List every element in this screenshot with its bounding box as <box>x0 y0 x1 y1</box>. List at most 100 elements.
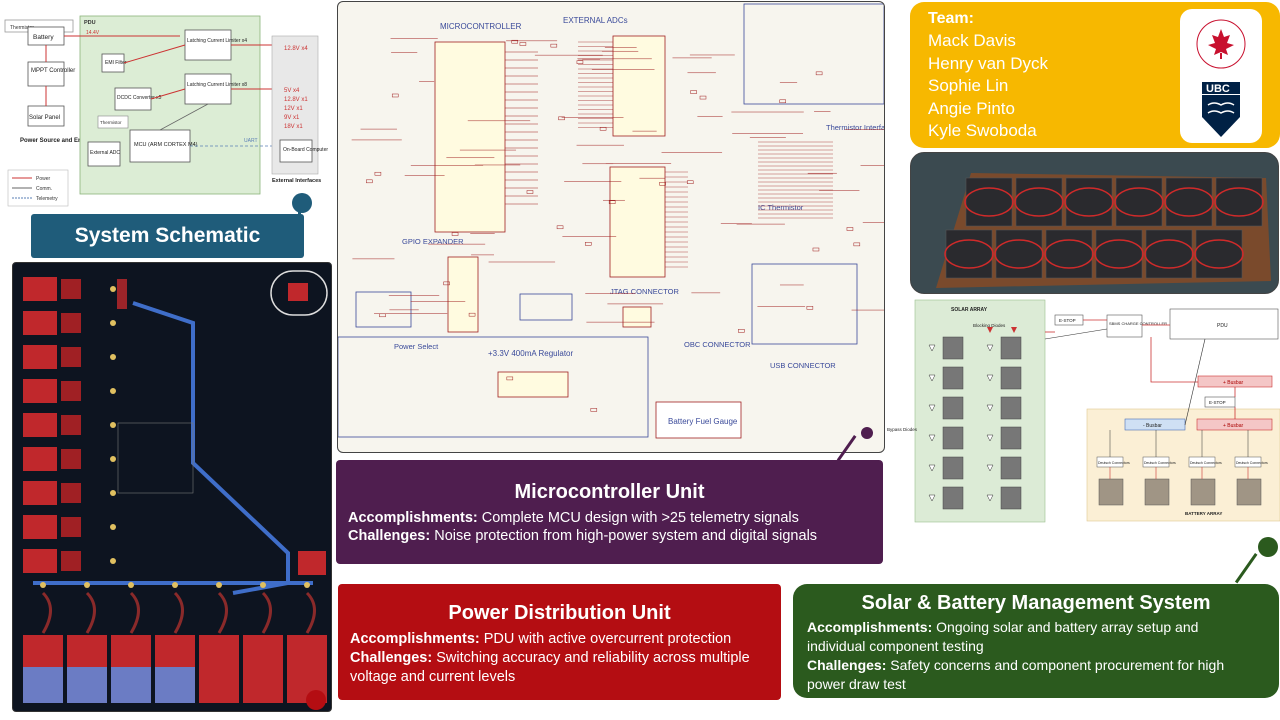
schematic-component <box>374 171 382 176</box>
blocking-diode-icon <box>1011 327 1017 333</box>
pcb-trace <box>305 591 316 634</box>
pcb-pad <box>61 551 81 571</box>
sbms-acc-text: Ongoing solar and battery array setup an… <box>807 619 1199 654</box>
estop2-label: E-STOP <box>1209 400 1226 405</box>
mcu-schematic-svg: MICROCONTROLLER EXTERNAL ADCs Thermistor… <box>338 3 885 439</box>
pcb-trace <box>85 591 96 634</box>
pdu-accomplishments: Accomplishments: PDU with active overcur… <box>350 630 771 649</box>
solar-cable <box>1144 239 1194 269</box>
solar-cable <box>1094 239 1144 269</box>
deutsch-connector-label: Deutsch Connectors <box>1236 461 1268 465</box>
deutsch-connector-label: Deutsch Connectors <box>1144 461 1176 465</box>
solar-array-cell <box>942 486 964 510</box>
solar-cable <box>964 187 1014 217</box>
voltage-in-label: 14.4V <box>86 30 100 36</box>
pcb-output-module-top <box>155 635 195 667</box>
pcb-via <box>110 286 116 292</box>
legend-power: Power <box>36 176 51 182</box>
schematic-component <box>690 90 697 94</box>
sbms-challenges: Challenges: Safety concerns and componen… <box>807 656 1249 694</box>
thermistor-interface-label-1: Thermistor Interface <box>826 123 885 132</box>
pcb-via <box>110 524 116 530</box>
schematic-component <box>451 232 459 236</box>
thermistor-top-label: Thermistor <box>10 25 34 31</box>
solar-cell <box>1145 229 1193 279</box>
mcu-unit-box: Microcontroller Unit Accomplishments: Co… <box>336 460 883 564</box>
pcb-output-module-top <box>23 635 63 667</box>
solar-array-label: SOLAR ARRAY <box>951 307 988 313</box>
pcb-layout-panel <box>12 262 332 712</box>
pcb-via <box>110 354 116 360</box>
sbms-connector-line <box>1234 553 1258 584</box>
solar-cable <box>1114 187 1164 217</box>
bypass-diode-icon <box>986 404 994 412</box>
schematic-component <box>443 281 450 286</box>
microcontroller-section-label: MICROCONTROLLER <box>440 22 522 31</box>
pcb-trace <box>217 591 228 634</box>
solar-cell <box>1115 177 1163 227</box>
latch1-label: Latching Current Limiter x4 <box>187 38 247 44</box>
bypass-diode-icon <box>986 344 994 352</box>
sbms-chal-text: Safety concerns and component procuremen… <box>807 657 1225 692</box>
plus-busbar2-label: + Busbar <box>1223 423 1243 429</box>
deutsch-connector-label: Deutsch Connectors <box>1190 461 1222 465</box>
solar-cell <box>1215 177 1263 227</box>
solar-panel-label: Solar Panel <box>29 115 60 121</box>
schematic-component <box>846 227 854 231</box>
uart-label: UART <box>244 138 258 144</box>
pcb-trace <box>129 591 140 634</box>
pcb-via <box>110 388 116 394</box>
minus-busbar-label: - Busbar <box>1143 423 1162 429</box>
pcb-pad <box>23 345 57 369</box>
mcu-accomplishments: Accomplishments: Complete MCU design wit… <box>348 509 875 528</box>
schematic-component <box>379 313 386 318</box>
pcb-via <box>110 422 116 428</box>
solar-cable <box>1164 187 1214 217</box>
schematic-component <box>738 329 745 333</box>
pcb-pad <box>23 379 57 403</box>
schematic-component <box>659 182 666 186</box>
bypass-diode-icon <box>928 434 936 442</box>
pcb-via <box>128 582 134 588</box>
solar-array-cell <box>1000 396 1022 420</box>
sbms-connector-dot <box>1258 537 1278 557</box>
pcb-pad <box>61 415 81 435</box>
pcb-pad <box>23 549 57 573</box>
pdu-connector-dot <box>306 690 326 710</box>
sbms-chal-label: Challenges: <box>807 657 887 673</box>
battery-icon <box>1190 478 1216 506</box>
bypass-diode-icon <box>928 404 936 412</box>
deutsch-connector-label: Deutsch Connectors <box>1098 461 1130 465</box>
bypass-diode-icon <box>986 374 994 382</box>
blocking-diode-icon <box>987 327 993 333</box>
solar-cable <box>1214 187 1264 217</box>
team-member-4: Kyle Swoboda <box>928 121 1037 140</box>
bypass-diode-icon <box>928 464 936 472</box>
logo-card: UBC <box>1180 9 1262 143</box>
solar-cell <box>965 177 1013 227</box>
pcb-output-module-top <box>111 635 151 667</box>
solar-cable <box>1194 239 1244 269</box>
schematic-component <box>779 99 786 104</box>
schematic-component <box>558 116 565 121</box>
team-label: Team: <box>928 10 974 27</box>
pcb-output-module-top <box>243 635 283 667</box>
solar-cell <box>945 229 993 279</box>
pcb-output-module-top <box>67 635 107 667</box>
solar-cable <box>944 239 994 269</box>
schematic-component <box>526 190 534 194</box>
pcb-pad <box>61 381 81 401</box>
schematic-component <box>812 247 820 252</box>
usb-label: USB CONNECTOR <box>770 361 836 370</box>
sbms-acc-label: Accomplishments: <box>807 619 933 635</box>
solar-array-cell <box>942 366 964 390</box>
pdu-acc-label: Accomplishments: <box>350 631 480 647</box>
pcb-trace <box>261 591 272 634</box>
solar-cable <box>1064 187 1114 217</box>
battery-array-label: BATTERY ARRAY <box>1185 511 1222 516</box>
pcb-via <box>110 320 116 326</box>
out2-4: 18V x1 <box>284 124 303 130</box>
solar-panel-photo <box>910 152 1279 294</box>
schematic-component <box>815 71 823 76</box>
schematic-component <box>806 306 814 310</box>
